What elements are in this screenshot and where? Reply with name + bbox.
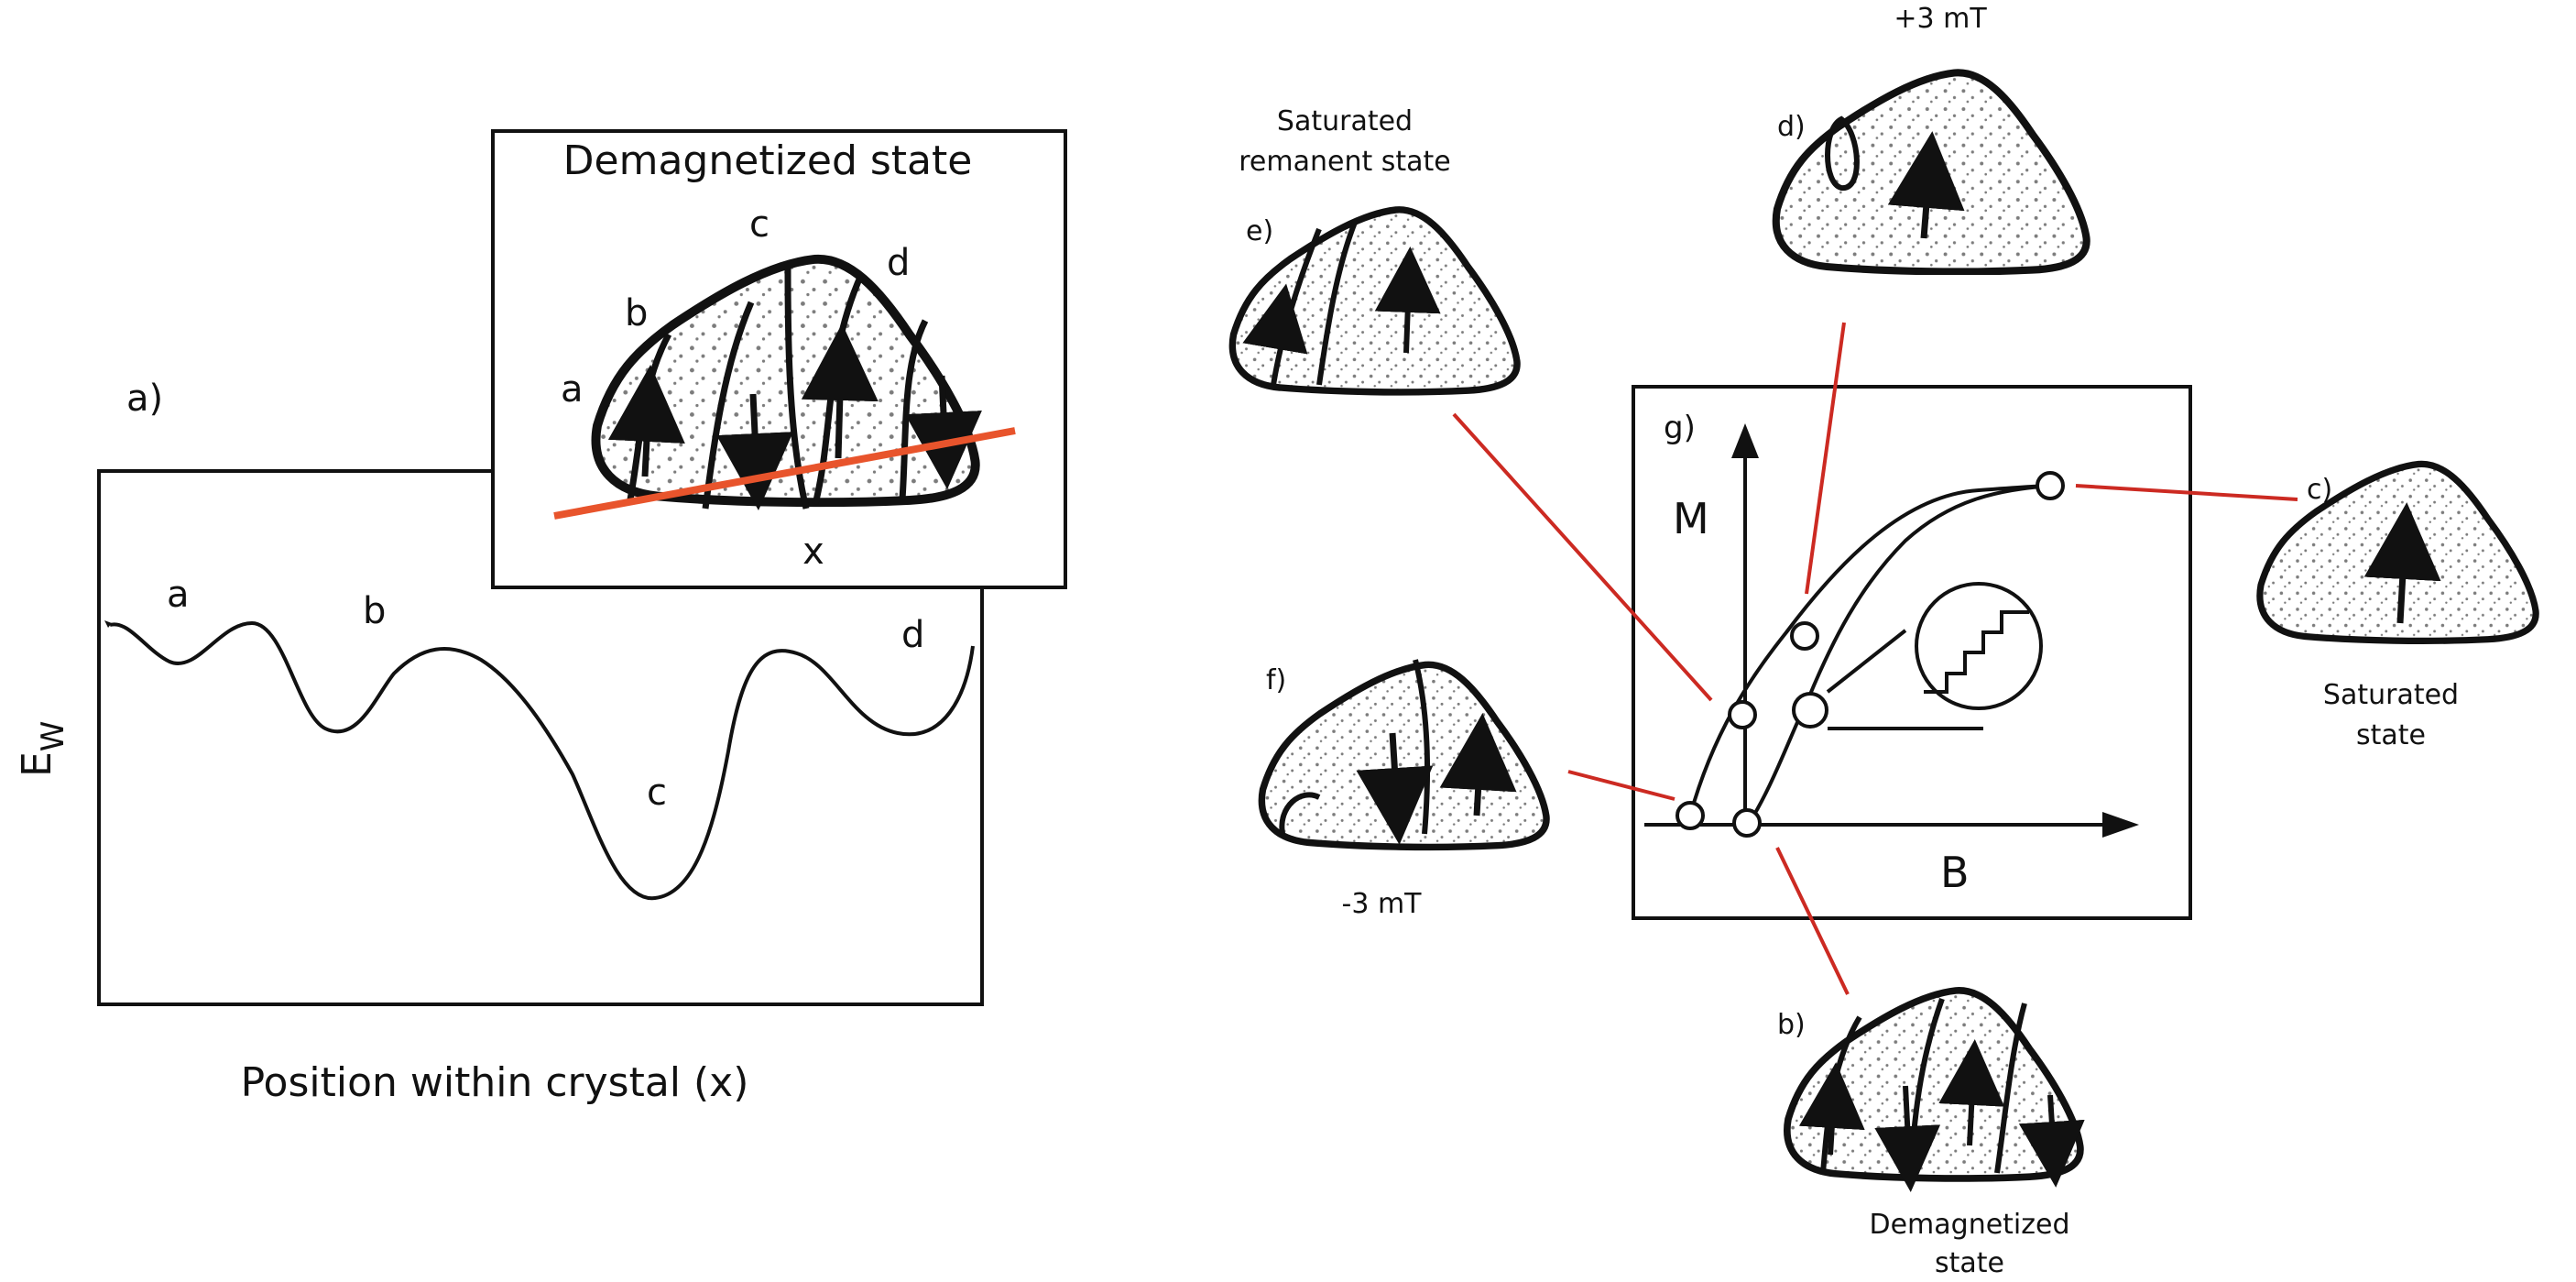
inset-label-d: d <box>887 242 910 284</box>
curve-label-b: b <box>363 590 386 632</box>
leader-lines <box>1452 322 2298 995</box>
state-d-arrow <box>1887 131 1965 239</box>
y-axis-letter: E <box>14 751 60 777</box>
inset-arrow-d <box>905 375 982 489</box>
magnifier-leader <box>1826 629 1907 694</box>
inset-label-b: b <box>625 292 648 334</box>
leader-e <box>1452 412 1713 702</box>
leader-b <box>1775 847 1850 995</box>
leader-d <box>1805 322 1846 595</box>
b-axis-label: B <box>1940 848 1970 897</box>
inset-title: Demagnetized state <box>563 137 973 184</box>
svg-text:EW: EW <box>14 721 71 777</box>
state-e-caption-2: remanent state <box>1239 146 1451 178</box>
state-f-grain <box>1261 664 1546 847</box>
point-minus-3mt <box>1675 801 1705 830</box>
panel-g-label: g) <box>1664 410 1696 446</box>
state-b: b) Demagnetized state <box>1777 991 2085 1279</box>
barkhausen-steps <box>1924 610 2029 694</box>
state-b-caption-1: Demagnetized <box>1869 1209 2069 1241</box>
state-c-caption-2: state <box>2356 719 2426 751</box>
inset-label-c: c <box>749 203 770 246</box>
point-demagnetized <box>1732 808 1762 838</box>
state-e-arrow-2 <box>1374 247 1441 354</box>
state-d-closure-domain <box>1825 115 1860 191</box>
leader-c <box>2075 484 2298 501</box>
y-axis-subscript: W <box>35 721 71 752</box>
state-b-arrow-2 <box>1874 1085 1941 1192</box>
b-axis-arrowhead <box>2102 812 2139 838</box>
curve-label-a: a <box>167 574 190 616</box>
state-b-arrow-3 <box>1938 1039 2005 1146</box>
state-d-field: +3 mT <box>1894 3 1987 35</box>
inset-demagnetized: Demagnetized state a b c d x <box>491 129 1067 589</box>
state-b-arrow-1 <box>1798 1062 1865 1156</box>
state-c: c) Saturated state <box>2260 464 2536 751</box>
state-e-arrow-1 <box>1242 283 1308 355</box>
x-axis-label: Position within crystal (x) <box>241 1059 749 1106</box>
m-axis-arrowhead <box>1731 423 1759 458</box>
curve-end-tick <box>104 620 112 628</box>
leader-f <box>1567 770 1675 801</box>
panel-a: a) EW a b c d Position within crystal (x… <box>14 129 1067 1106</box>
panel-a-label: a) <box>126 378 163 420</box>
curve-label-c: c <box>647 772 667 814</box>
panel-g: g) M B <box>1632 385 2192 920</box>
point-jump <box>1792 692 1828 729</box>
point-plus-3mt <box>1790 621 1819 651</box>
state-d: +3 mT d) <box>1776 3 2087 271</box>
barkhausen-magnifier <box>1915 582 2043 710</box>
state-c-arrow <box>2363 502 2441 624</box>
state-e: Saturated remanent state e) <box>1232 105 1517 392</box>
inset-arrow-c <box>801 323 879 459</box>
inset-section-line <box>553 427 1016 520</box>
state-f: f) -3 mT <box>1261 659 1546 920</box>
y-axis-label: EW <box>14 721 71 777</box>
hysteresis-frame <box>1632 385 2192 920</box>
state-b-arrow-4 <box>2018 1094 2085 1188</box>
state-b-label: b) <box>1777 1009 1806 1041</box>
state-e-label: e) <box>1246 215 1273 247</box>
state-e-caption-1: Saturated <box>1277 105 1413 137</box>
state-f-label: f) <box>1266 664 1286 696</box>
m-axis-label: M <box>1673 494 1709 543</box>
state-f-arrow-1 <box>1356 732 1434 845</box>
wall-energy-curve <box>109 620 975 901</box>
inset-arrow-a <box>607 365 685 477</box>
inset-line-label: x <box>802 531 824 573</box>
hysteresis-lower-branch <box>1743 484 2051 831</box>
state-c-caption-1: Saturated <box>2323 679 2459 711</box>
hysteresis-upper-branch <box>1688 484 2051 816</box>
point-remanent <box>1728 700 1757 729</box>
point-saturated <box>2036 471 2065 500</box>
state-f-arrow-2 <box>1439 713 1517 816</box>
state-f-field: -3 mT <box>1342 888 1423 920</box>
inset-arrow-b <box>716 393 793 510</box>
state-d-label: d) <box>1777 111 1806 143</box>
inset-label-a: a <box>561 368 584 411</box>
state-b-caption-2: state <box>1935 1247 2004 1277</box>
curve-label-d: d <box>901 614 924 656</box>
